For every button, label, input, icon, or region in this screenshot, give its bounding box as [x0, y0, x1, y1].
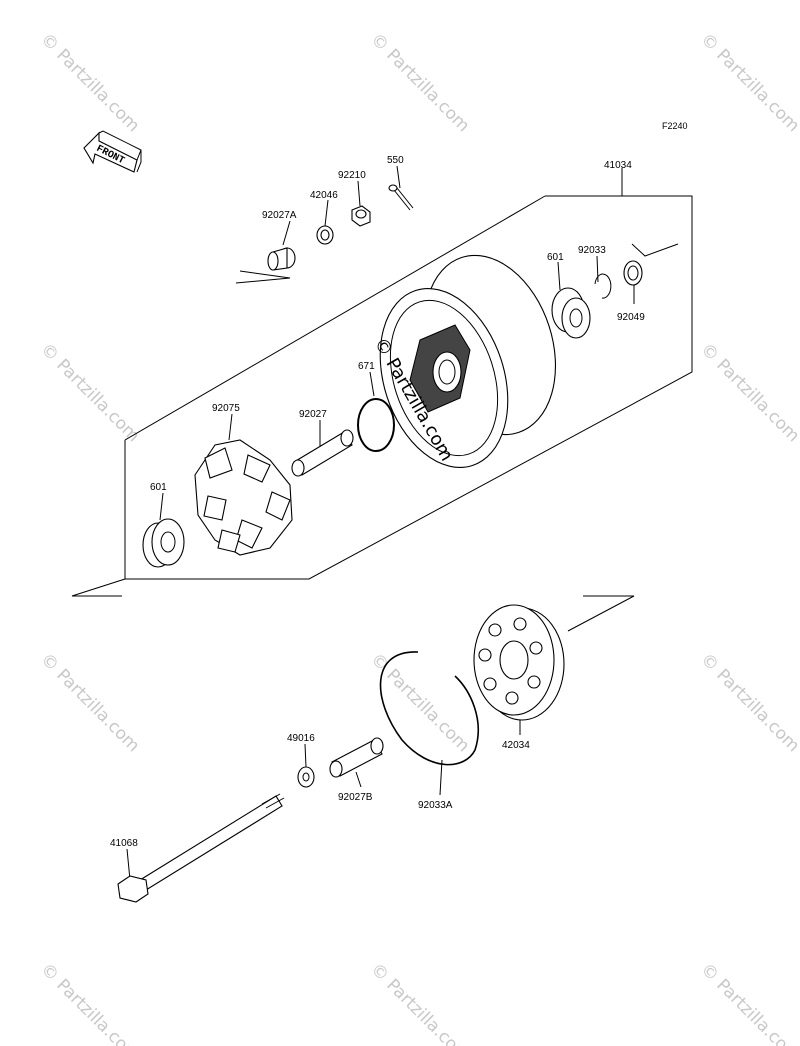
part-label-41068[interactable]: 41068 — [110, 838, 138, 849]
washer-42046 — [316, 225, 334, 245]
circlip-92033A — [379, 651, 479, 766]
wheel-rim — [379, 254, 557, 468]
part-label-601-lower[interactable]: 601 — [150, 482, 167, 493]
part-label-42034[interactable]: 42034 — [502, 740, 530, 751]
part-label-550[interactable]: 550 — [387, 155, 404, 166]
watermark: © Partzilla.com — [366, 29, 473, 136]
watermark: © Partzilla.com — [36, 649, 143, 756]
part-label-49016[interactable]: 49016 — [287, 733, 315, 744]
part-label-671[interactable]: 671 — [358, 361, 375, 372]
front-arrow-icon: FRONT — [83, 130, 142, 173]
bearing-601-lower — [142, 518, 185, 568]
bearing-601-upper — [551, 287, 591, 339]
seal-92049 — [623, 260, 643, 286]
sleeve-92027B — [329, 737, 384, 778]
watermark: © Partzilla.com — [36, 29, 143, 136]
watermark: © Partzilla.com — [36, 339, 143, 446]
washer-49016 — [297, 766, 315, 788]
sprocket-hub-42034 — [473, 604, 565, 721]
nut-92210 — [351, 205, 371, 227]
part-label-92075[interactable]: 92075 — [212, 403, 240, 414]
oring-671 — [357, 398, 395, 452]
part-label-92027B[interactable]: 92027B — [338, 792, 373, 803]
watermark: © Partzilla.com — [36, 959, 143, 1046]
part-label-92210[interactable]: 92210 — [338, 170, 366, 181]
part-label-92033[interactable]: 92033 — [578, 245, 606, 256]
watermark: © Partzilla.com — [366, 959, 473, 1046]
sleeve-92027 — [291, 429, 354, 477]
part-label-41034[interactable]: 41034 — [604, 160, 632, 171]
figure-code: F2240 — [662, 121, 688, 131]
cotter-pin-550 — [388, 184, 414, 211]
watermark: © Partzilla.com — [696, 649, 800, 756]
collar-92027A — [267, 247, 296, 271]
damper-92075 — [194, 439, 293, 556]
watermark: © Partzilla.com — [696, 29, 800, 136]
parts-layer — [117, 184, 643, 903]
part-label-92027[interactable]: 92027 — [299, 409, 327, 420]
part-label-92027A[interactable]: 92027A — [262, 210, 297, 221]
part-label-92033A[interactable]: 92033A — [418, 800, 453, 811]
watermark: © Partzilla.com — [696, 959, 800, 1046]
part-label-92049[interactable]: 92049 — [617, 312, 645, 323]
part-label-601-upper[interactable]: 601 — [547, 252, 564, 263]
part-labels: 41034 92027A 42046 92210 550 601 92033 9… — [110, 155, 645, 849]
part-label-42046[interactable]: 42046 — [310, 190, 338, 201]
axle-41068 — [117, 793, 285, 903]
circlip-92033 — [594, 273, 612, 299]
assembly-box — [71, 195, 693, 597]
watermark: © Partzilla.com — [696, 339, 800, 446]
